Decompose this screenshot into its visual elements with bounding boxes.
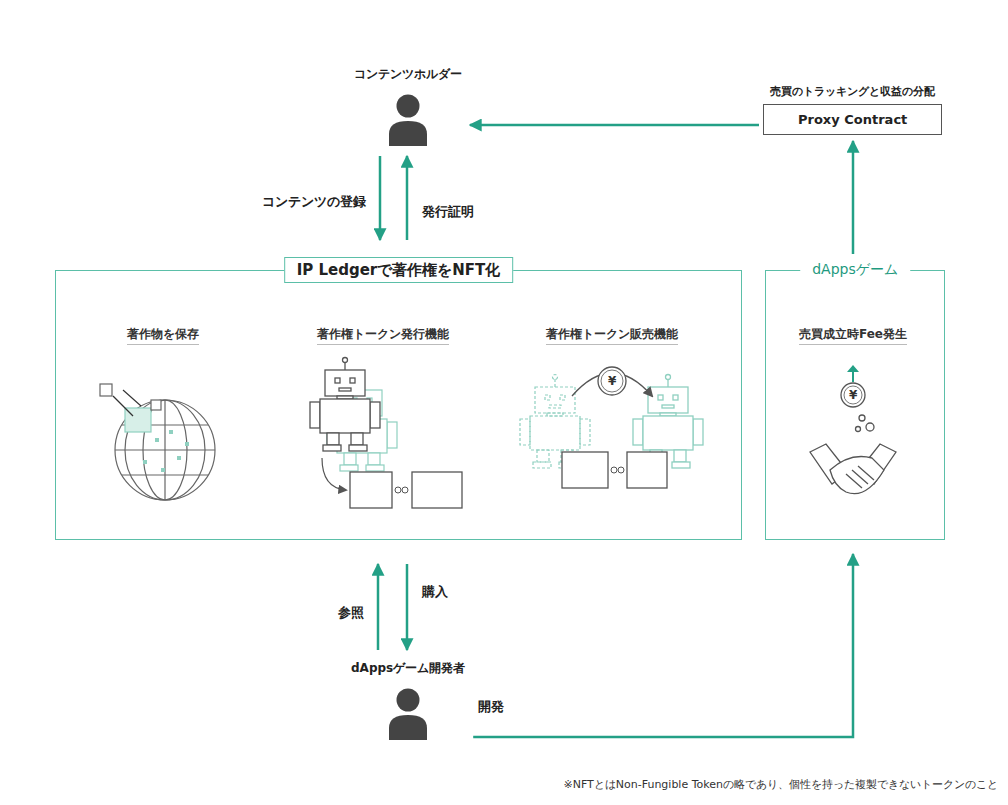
dapps-game-frame: dAppsゲーム (765, 270, 945, 540)
handshake-part (856, 427, 861, 432)
globe-part (115, 449, 215, 450)
frame-title: IP Ledgerで著作権をNFT化 (284, 257, 514, 283)
issue-robot-part (322, 458, 346, 490)
content-holder: コンテンツホルダー (354, 66, 462, 146)
frame-title: dAppsゲーム (800, 257, 910, 281)
handshake-part (847, 365, 859, 372)
globe-part (122, 474, 208, 475)
globe-part (115, 400, 215, 500)
game-developer: dAppsゲーム開発者 (351, 660, 465, 740)
edge-label: 発行証明 (420, 203, 476, 221)
sale-robot (520, 367, 703, 488)
person-label: コンテンツホルダー (354, 66, 462, 82)
issue-robot-part (350, 472, 392, 508)
globe-part (151, 400, 161, 410)
flow-arrow (473, 554, 853, 737)
flow-arrow (379, 156, 382, 240)
globe-part (169, 430, 173, 434)
box-title: Proxy Contract (798, 111, 907, 128)
flow-arrow (470, 124, 759, 127)
coin-symbol: ¥ (849, 387, 857, 403)
person-head (397, 95, 420, 118)
edge-label: 購入 (420, 583, 450, 601)
proxy-contract: 売買のトラッキングと収益の分配 Proxy Contract (763, 84, 942, 135)
globe-part (123, 390, 141, 406)
flow-arrow (406, 156, 409, 240)
person-icon (386, 688, 430, 740)
box-caption: 売買のトラッキングと収益の分配 (763, 84, 942, 99)
sale-robot-part (627, 452, 667, 488)
handshake-part (866, 423, 874, 431)
person-label: dAppsゲーム開発者 (351, 660, 465, 676)
flow-arrow (377, 564, 380, 650)
handshake-part (844, 386, 862, 404)
flow-arrow (852, 141, 855, 254)
coin-symbol: ¥ (608, 373, 616, 389)
person-head (397, 689, 420, 712)
sale-robot-part (562, 452, 608, 488)
section-heading: 売買成立時Fee発生 (799, 325, 907, 345)
edge-label: 参照 (336, 604, 366, 622)
issue-robot-part (412, 472, 462, 508)
globe-part (113, 396, 133, 416)
section-heading: 著作権トークン発行機能 (317, 325, 449, 345)
sale-robot-part (611, 467, 617, 473)
globe-part (143, 460, 147, 464)
handshake-part (841, 383, 865, 407)
ip-ledger-frame: IP Ledgerで著作権をNFT化 (55, 270, 742, 540)
contract-box: Proxy Contract (763, 104, 942, 135)
globe-part (161, 468, 165, 472)
handshake-part (859, 415, 865, 421)
handshake-part (846, 466, 874, 488)
sale-robot-part (618, 467, 624, 473)
handshake-part (830, 457, 884, 494)
person-icon (386, 94, 430, 146)
issue-robot-part (310, 358, 380, 452)
handshake (810, 365, 896, 494)
globe (100, 384, 215, 500)
sale-robot-part (598, 367, 626, 395)
globe-part (177, 456, 181, 460)
edge-label: コンテンツの登録 (260, 193, 368, 211)
edge-label: 開発 (476, 698, 506, 716)
issue-robot-part (402, 487, 408, 493)
globe-part (155, 438, 159, 442)
sale-robot-part (601, 370, 623, 392)
section-heading: 著作権トークン販売機能 (546, 325, 678, 345)
globe-part (100, 384, 112, 396)
person-body (389, 121, 427, 146)
issue-robot (310, 358, 462, 509)
globe-part (185, 442, 189, 446)
section-heading: 著作物を保存 (127, 325, 199, 345)
footnote: ※NFTとはNon-Fungible Tokenの略であり、個性を持った複製でき… (563, 777, 998, 792)
person-body (389, 715, 427, 740)
issue-robot-part (395, 487, 401, 493)
flow-arrow (406, 564, 409, 650)
